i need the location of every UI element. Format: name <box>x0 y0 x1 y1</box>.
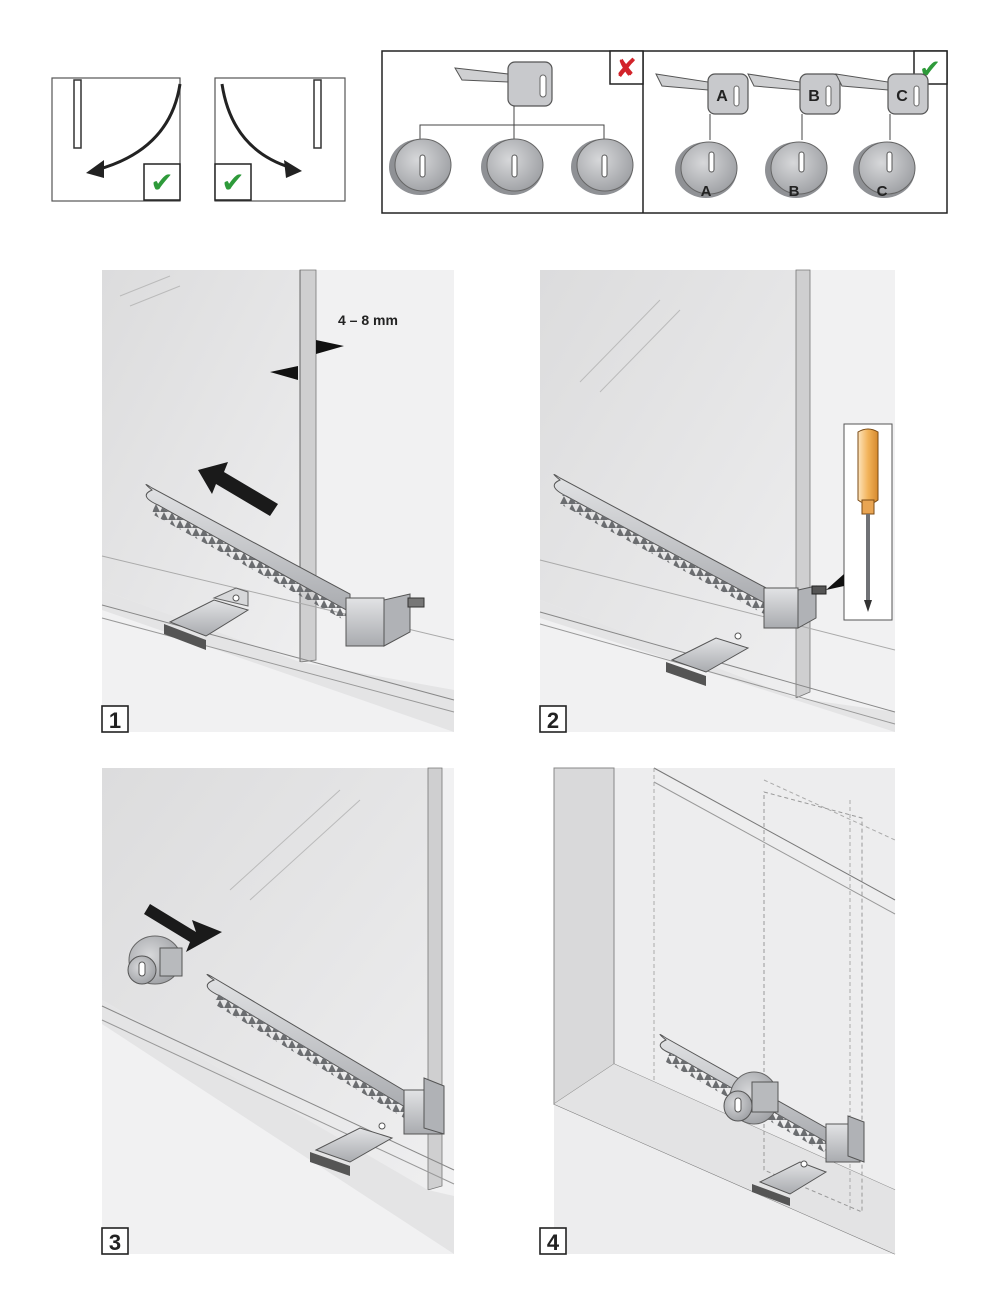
step-number: 3 <box>109 1230 121 1255</box>
step-number: 2 <box>547 708 559 733</box>
step-4-panel <box>553 767 896 1255</box>
saw-bracket <box>206 974 445 1135</box>
individual-keys-locks: ✔ A B C <box>655 50 948 200</box>
dimension-indicator: 4 – 8 mm <box>270 312 398 380</box>
push-arrow-icon <box>198 462 278 516</box>
door-swing-right: ✔ <box>214 77 346 202</box>
screwdriver-inset <box>826 423 893 621</box>
lock-cylinder-icon <box>481 138 544 195</box>
door-swing-left: ✔ <box>51 77 182 202</box>
key-icon <box>454 61 553 107</box>
catch-plate <box>752 1160 828 1206</box>
step-3-panel <box>101 767 455 1254</box>
cross-icon: ✘ <box>615 54 637 84</box>
svg-text:B: B <box>789 183 800 200</box>
svg-text:A: A <box>701 183 712 200</box>
key-a-icon: A <box>655 73 749 115</box>
catch-plate <box>164 587 250 650</box>
step-number: 1 <box>109 708 121 733</box>
lock-cylinder-icon <box>723 1071 779 1125</box>
catch-plate <box>666 632 750 686</box>
check-icon: ✔ <box>221 166 244 199</box>
step-4-badge <box>539 1227 567 1255</box>
lock-cylinder-b-icon: B <box>765 141 828 200</box>
svg-text:C: C <box>877 183 888 200</box>
screwdriver-icon <box>857 428 879 612</box>
step-3-badge <box>101 1227 129 1255</box>
lock-cylinder-icon <box>571 138 634 195</box>
key-b-icon: B <box>747 73 841 115</box>
key-c-icon: C <box>835 73 929 115</box>
lock-cylinder-c-icon: C <box>853 141 916 200</box>
saw-bracket <box>145 484 425 647</box>
lock-cylinder-icon <box>127 935 183 985</box>
step-number: 4 <box>547 1230 560 1255</box>
catch-plate <box>310 1122 394 1176</box>
step-1-badge <box>101 705 129 733</box>
lock-cylinder-icon <box>389 138 452 195</box>
svg-text:C: C <box>896 88 908 105</box>
svg-text:A: A <box>716 88 728 105</box>
same-key-all-locks: ✘ <box>389 50 644 195</box>
keying-diagram: ✘ <box>381 50 948 214</box>
saw-bracket <box>553 474 827 629</box>
step-1-panel: 4 – 8 mm <box>101 269 455 732</box>
check-icon: ✔ <box>150 166 173 199</box>
push-arrow-icon <box>144 904 222 952</box>
lock-cylinder-a-icon: A <box>675 141 738 200</box>
step-2-panel <box>539 269 896 732</box>
svg-text:4 – 8 mm: 4 – 8 mm <box>338 312 398 328</box>
svg-text:B: B <box>808 88 820 105</box>
step-2-badge <box>539 705 567 733</box>
